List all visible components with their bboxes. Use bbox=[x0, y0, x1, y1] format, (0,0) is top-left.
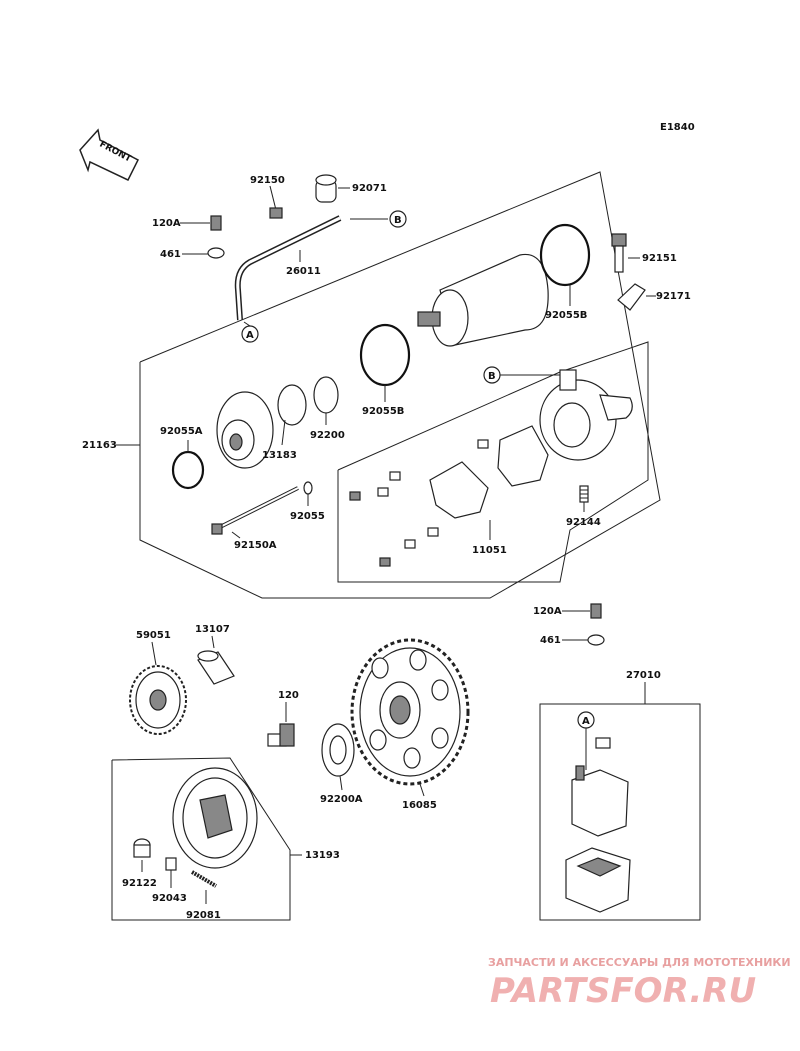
part-461-top-washer bbox=[207, 247, 225, 259]
ref-label-B-mid: B bbox=[488, 371, 496, 382]
ref-circle-B-top bbox=[389, 210, 407, 228]
label-11051: 11051 bbox=[472, 545, 507, 556]
leader-92150A bbox=[231, 531, 241, 539]
label-92055: 92055 bbox=[290, 511, 325, 522]
label-92055A: 92055A bbox=[160, 426, 203, 437]
part-92122-roller bbox=[133, 838, 151, 858]
part-13183-plate bbox=[277, 384, 307, 426]
label-26011: 26011 bbox=[286, 266, 321, 277]
label-92171: 92171 bbox=[656, 291, 691, 302]
frame-21163 bbox=[139, 171, 661, 599]
part-92055B-oring-a bbox=[539, 223, 591, 287]
label-13193: 13193 bbox=[305, 850, 340, 861]
label-92200: 92200 bbox=[310, 430, 345, 441]
part-16085-sprocket bbox=[350, 638, 470, 786]
label-461-top: 461 bbox=[160, 249, 181, 260]
label-21163: 21163 bbox=[82, 440, 117, 451]
label-92151: 92151 bbox=[642, 253, 677, 264]
part-461-bot-washer bbox=[587, 634, 605, 646]
part-92043-pin bbox=[165, 857, 177, 871]
leader-59051 bbox=[151, 641, 157, 666]
label-120A-bot: 120A bbox=[533, 606, 562, 617]
leader-92200A bbox=[339, 775, 343, 791]
part-92150-bolt bbox=[269, 207, 283, 219]
label-13183: 13183 bbox=[262, 450, 297, 461]
part-front-cover bbox=[216, 391, 274, 469]
part-13107-sleeve bbox=[197, 650, 235, 685]
label-92043: 92043 bbox=[152, 893, 187, 904]
frame-13193 bbox=[111, 757, 291, 921]
diagram-code: E1840 bbox=[660, 122, 695, 133]
part-end-cover bbox=[539, 369, 633, 461]
part-92144-spring bbox=[579, 485, 589, 503]
label-59051: 59051 bbox=[136, 630, 171, 641]
part-yoke-armature bbox=[417, 253, 549, 347]
label-16085: 16085 bbox=[402, 800, 437, 811]
part-120A-bot-bolt bbox=[590, 603, 602, 619]
frame-27010 bbox=[539, 703, 701, 921]
part-120A-top-bolt bbox=[210, 215, 222, 231]
part-92200-washer bbox=[313, 376, 339, 414]
leader-16085 bbox=[419, 783, 425, 797]
part-92081-spring bbox=[190, 870, 218, 888]
part-92171-bracket bbox=[617, 283, 646, 311]
label-120A-top: 120A bbox=[152, 218, 181, 229]
part-brush-holder bbox=[349, 425, 549, 567]
label-120: 120 bbox=[278, 690, 299, 701]
label-13107: 13107 bbox=[195, 624, 230, 635]
part-13193-clutch bbox=[172, 767, 258, 869]
ref-circle-A-top bbox=[241, 325, 259, 343]
label-92150: 92150 bbox=[250, 175, 285, 186]
part-92071-boot bbox=[315, 174, 337, 203]
part-92151-bolt bbox=[611, 233, 627, 273]
part-92055-ring bbox=[303, 481, 313, 495]
ref-label-A-top: A bbox=[246, 330, 254, 341]
watermark-brand: PARTSFOR.RU bbox=[490, 971, 756, 1011]
label-92055B-b: 92055B bbox=[362, 406, 404, 417]
ref-label-B-top: B bbox=[394, 215, 402, 226]
part-92055A-oring bbox=[171, 450, 205, 490]
ref-label-A-bot: A bbox=[582, 716, 590, 727]
label-92122: 92122 bbox=[122, 878, 157, 889]
label-92055B-a: 92055B bbox=[545, 310, 587, 321]
label-27010: 27010 bbox=[626, 670, 661, 681]
part-59051-gear bbox=[129, 665, 187, 735]
label-461-bot: 461 bbox=[540, 635, 561, 646]
label-92200A: 92200A bbox=[320, 794, 363, 805]
part-92055B-oring-b bbox=[359, 323, 411, 387]
leader-13107 bbox=[211, 635, 215, 649]
part-27010-relay bbox=[565, 737, 631, 913]
front-arrow-icon: FRONT bbox=[79, 128, 139, 181]
label-92150A: 92150A bbox=[234, 540, 277, 551]
leader-92150 bbox=[269, 185, 277, 211]
part-120-bolt bbox=[267, 723, 295, 747]
watermark-tagline: ЗАПЧАСТИ И АКСЕССУАРЫ ДЛЯ МОТОТЕХНИКИ bbox=[488, 956, 791, 969]
frame-11051 bbox=[337, 341, 649, 583]
label-92081: 92081 bbox=[186, 910, 221, 921]
label-92071: 92071 bbox=[352, 183, 387, 194]
label-92144: 92144 bbox=[566, 517, 601, 528]
leader-13183 bbox=[281, 419, 286, 446]
